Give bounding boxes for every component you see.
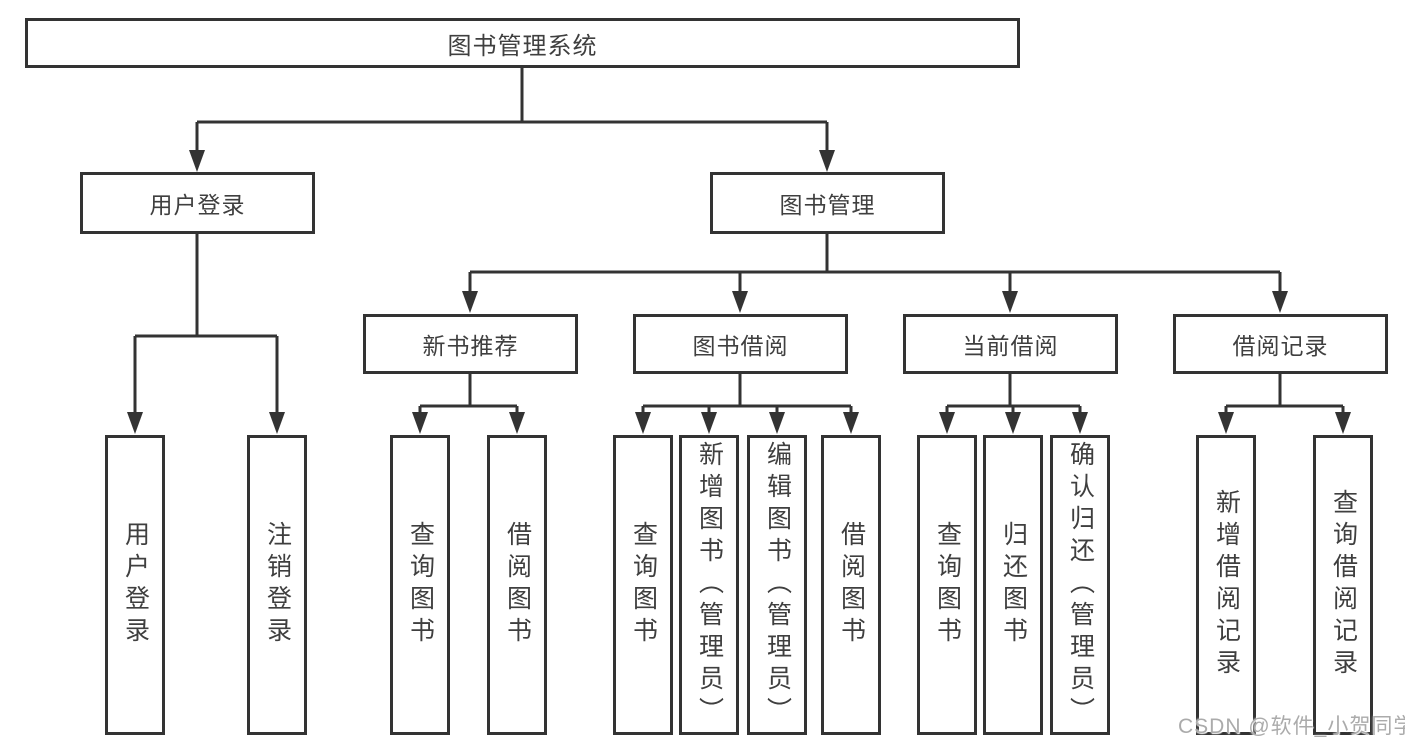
node-branch-book-management: 图书管理 xyxy=(710,172,945,234)
leaf-user-login: 用户登录 xyxy=(105,435,165,735)
connector-book-borrow-section xyxy=(641,374,853,414)
arrowhead-icon xyxy=(769,412,785,434)
node-section-borrow-records: 借阅记录 xyxy=(1173,314,1388,374)
leaf-query-books-recommend: 查询图书 xyxy=(390,435,450,735)
leaf-query-borrow-record: 查询借阅记录 xyxy=(1313,435,1373,735)
csdn-watermark: CSDN @软件_小贺同学 xyxy=(1178,715,1405,738)
leaf-borrow-books: 借阅图书 xyxy=(821,435,881,735)
arrowhead-icon xyxy=(189,150,205,172)
leaf-borrow-books-recommend: 借阅图书 xyxy=(487,435,547,735)
node-label: 用户登录 xyxy=(149,192,246,218)
arrowhead-icon xyxy=(462,291,478,313)
connector-book-mgmt-branch xyxy=(468,234,1282,293)
arrowhead-icon xyxy=(1335,412,1351,434)
node-label: 借阅记录 xyxy=(1232,333,1329,359)
node-label: 图书管理 xyxy=(779,192,876,218)
arrowhead-icon xyxy=(732,291,748,313)
connector-user-login-branch xyxy=(133,234,279,414)
leaf-query-books-borrow: 查询图书 xyxy=(613,435,673,735)
connector-root-to-branches xyxy=(195,68,829,152)
arrowhead-icon xyxy=(1272,291,1288,313)
node-section-book-borrow: 图书借阅 xyxy=(633,314,848,374)
arrowhead-icon xyxy=(1002,291,1018,313)
connector-borrow-record-section xyxy=(1224,374,1345,414)
leaf-confirm-return-admin: 确认归还（管理员） xyxy=(1050,435,1110,735)
arrowhead-icon xyxy=(127,412,143,434)
arrowhead-icon xyxy=(1218,412,1234,434)
leaf-return-book: 归还图书 xyxy=(983,435,1043,735)
node-section-current-borrow: 当前借阅 xyxy=(903,314,1118,374)
connector-new-book-section xyxy=(418,374,519,414)
leaf-add-book-admin: 新增图书（管理员） xyxy=(679,435,739,735)
arrowhead-icon xyxy=(819,150,835,172)
arrowhead-icon xyxy=(1005,412,1021,434)
arrowhead-icon xyxy=(843,412,859,434)
arrowhead-icon xyxy=(701,412,717,434)
arrowhead-icon xyxy=(412,412,428,434)
node-label: 新书推荐 xyxy=(422,333,519,359)
arrowhead-icon xyxy=(1072,412,1088,434)
node-label: 当前借阅 xyxy=(962,333,1059,359)
arrowhead-icon xyxy=(939,412,955,434)
leaf-logout: 注销登录 xyxy=(247,435,307,735)
leaf-edit-book-admin: 编辑图书（管理员） xyxy=(747,435,807,735)
arrowhead-icon xyxy=(269,412,285,434)
node-branch-user-login: 用户登录 xyxy=(80,172,315,234)
connector-current-borrow-section xyxy=(945,374,1082,414)
node-section-new-book-recommend: 新书推荐 xyxy=(363,314,578,374)
node-label: 图书管理系统 xyxy=(447,32,598,60)
arrowhead-icon xyxy=(635,412,651,434)
node-label: 图书借阅 xyxy=(692,333,789,359)
leaf-add-borrow-record: 新增借阅记录 xyxy=(1196,435,1256,735)
arrowhead-icon xyxy=(509,412,525,434)
leaf-query-books-current: 查询图书 xyxy=(917,435,977,735)
node-root-library-system: 图书管理系统 xyxy=(25,18,1020,68)
